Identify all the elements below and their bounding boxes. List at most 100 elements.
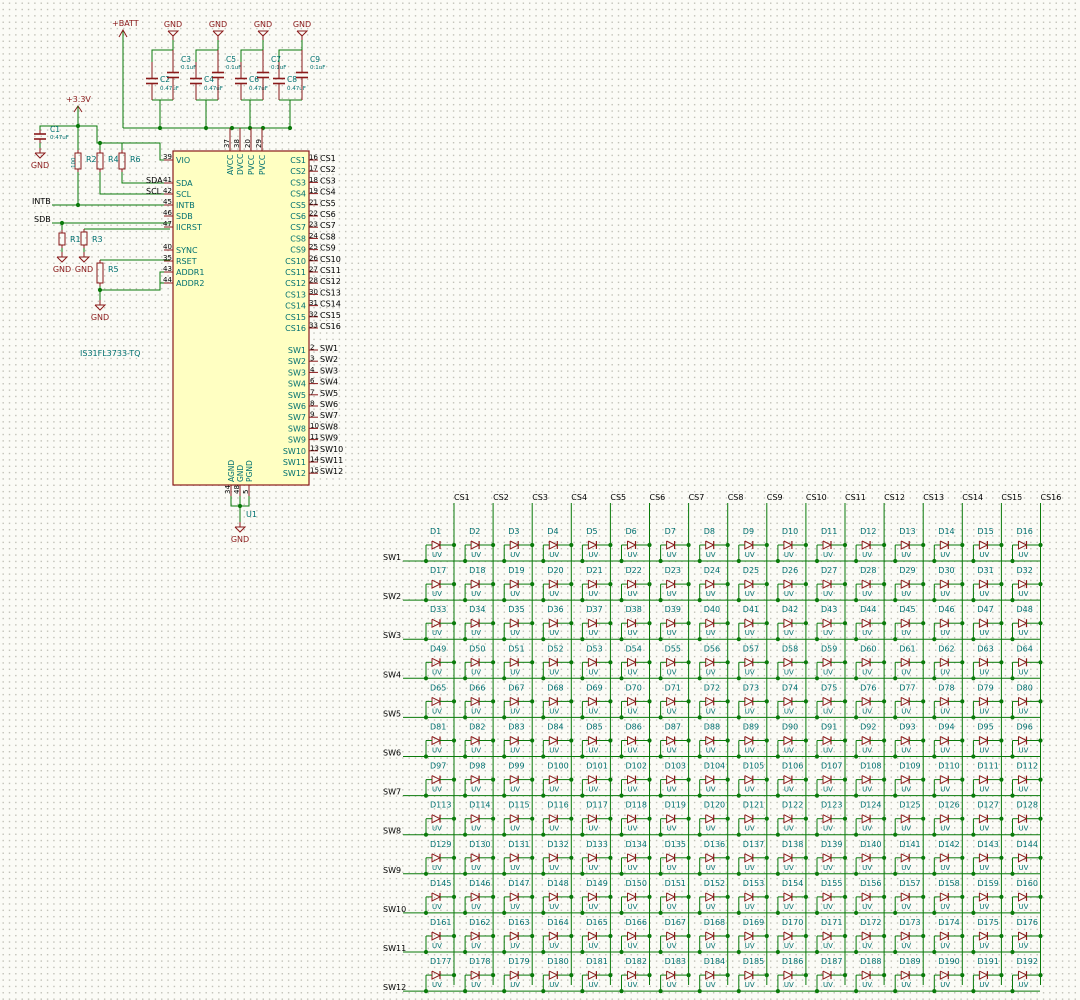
- led-value: UV: [706, 825, 716, 833]
- junction-dot: [686, 699, 691, 704]
- led-triangle: [705, 618, 715, 629]
- led-ref: D18: [469, 566, 485, 575]
- led-triangle: [1018, 657, 1028, 668]
- led-symbol: [1012, 814, 1041, 835]
- led-symbol: [972, 736, 1002, 757]
- led-value: UV: [784, 668, 794, 676]
- junction-dot: [854, 871, 859, 876]
- ic-pin-num: 31: [309, 299, 318, 307]
- junction-dot: [237, 503, 243, 509]
- junction-dot: [530, 542, 535, 548]
- led-ref: D20: [547, 566, 563, 575]
- gnd-triangle: [34, 152, 47, 159]
- junction-dot: [686, 933, 691, 939]
- led-value: UV: [588, 864, 598, 872]
- led-symbol: [777, 970, 806, 992]
- led-ref: D97: [430, 762, 446, 771]
- led-triangle: [587, 579, 598, 589]
- led-triangle: [509, 657, 520, 668]
- led-symbol: [1012, 579, 1041, 601]
- led-triangle: [627, 814, 637, 824]
- junction-dot: [608, 582, 613, 587]
- led-value: UV: [862, 786, 872, 794]
- led-value: UV: [862, 590, 872, 598]
- led-triangle: [822, 540, 833, 550]
- junction-dot: [619, 637, 624, 642]
- junction-dot: [932, 637, 937, 642]
- led-value: UV: [940, 786, 950, 794]
- ic-pin-num: 24: [309, 232, 318, 240]
- ic-pin-name: CS7: [290, 223, 306, 232]
- led-ref: D78: [938, 683, 954, 692]
- ic-pin-num: 34: [224, 485, 232, 494]
- led-symbol: [660, 775, 689, 796]
- led-ref: D113: [430, 801, 451, 810]
- resistor-symbol: [80, 229, 88, 248]
- sw-net-label: SW5: [320, 389, 338, 398]
- led-symbol: [621, 775, 650, 796]
- led-triangle: [666, 696, 676, 707]
- led-value: UV: [823, 825, 833, 833]
- led-triangle: [431, 696, 442, 707]
- row-label: SW3: [383, 631, 401, 640]
- junction-dot: [580, 989, 585, 994]
- junction-dot: [619, 676, 624, 681]
- net-intb: INTB: [32, 197, 51, 206]
- ic-pin-num: 41: [163, 176, 172, 184]
- led-ref: D4: [547, 527, 558, 536]
- junction-dot: [1038, 582, 1043, 587]
- led-symbol: [855, 696, 885, 718]
- led-ref: D156: [860, 879, 881, 888]
- led-value: UV: [588, 707, 598, 715]
- junction-dot: [932, 910, 937, 916]
- junction-dot: [971, 754, 976, 759]
- led-triangle: [978, 579, 989, 589]
- led-ref: D137: [743, 840, 764, 849]
- led-triangle: [978, 814, 989, 824]
- led-ref: D187: [821, 957, 842, 966]
- ic-pin-name: SW11: [283, 458, 306, 467]
- led-symbol: [699, 657, 728, 679]
- ic-pin-name: CS1: [290, 156, 306, 165]
- junction-dot: [814, 949, 820, 955]
- led-ref: D84: [547, 723, 563, 732]
- junction-dot: [893, 793, 898, 798]
- led-value: UV: [1019, 629, 1029, 637]
- junction-dot: [1010, 558, 1015, 564]
- junction-dot: [764, 660, 769, 665]
- led-value: UV: [745, 942, 755, 950]
- led-value: UV: [862, 668, 872, 676]
- junction-dot: [842, 855, 848, 860]
- led-triangle: [822, 892, 833, 902]
- junction-dot: [882, 933, 887, 939]
- led-symbol: [738, 814, 767, 835]
- junction-dot: [697, 715, 702, 720]
- junction-dot: [932, 558, 937, 564]
- junction-dot: [960, 894, 965, 900]
- junction-dot: [541, 558, 546, 564]
- junction-dot: [658, 715, 663, 720]
- junction-dot: [842, 738, 848, 743]
- led-symbol: [855, 931, 885, 952]
- led-symbol: [425, 892, 454, 913]
- led-value: UV: [940, 864, 950, 872]
- junction-dot: [502, 558, 507, 564]
- led-symbol: [855, 579, 885, 601]
- junction-dot: [736, 989, 741, 994]
- led-ref: D185: [743, 957, 764, 966]
- led-ref: D135: [665, 840, 686, 849]
- led-value: UV: [549, 825, 559, 833]
- row-label: SW2: [383, 592, 401, 601]
- junction-dot: [502, 871, 507, 876]
- led-symbol: [660, 696, 689, 718]
- ic-pin-name: CS14: [285, 302, 306, 311]
- gnd-symbol: GND: [293, 20, 311, 40]
- led-ref: D33: [430, 605, 446, 614]
- junction-dot: [608, 660, 613, 665]
- led-ref: D70: [626, 683, 642, 692]
- batt-arrow: [118, 28, 128, 38]
- junction-dot: [569, 973, 574, 978]
- led-value: UV: [549, 786, 559, 794]
- led-symbol: [816, 736, 845, 757]
- junction-dot: [697, 989, 702, 994]
